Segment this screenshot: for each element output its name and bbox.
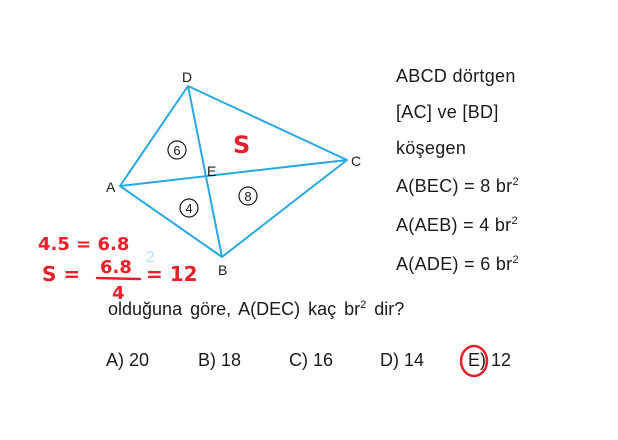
diagonal-ac [119, 159, 348, 187]
given-text-4: A(BEC) = 8 br [396, 176, 513, 196]
vertex-label-a: A [106, 179, 116, 195]
diagonal-bd [187, 85, 223, 258]
handwritten-line-1: 4.5 = 6.8 [38, 234, 129, 255]
choice-e[interactable]: E) 12 [468, 350, 512, 370]
handwritten-fraction-denominator: 4 [112, 283, 125, 304]
handwritten-fraction-bar [95, 276, 142, 281]
choice-a[interactable]: A) 20 [106, 350, 150, 370]
area-value-ade: 6 [173, 143, 180, 158]
given-exponent-5: 2 [511, 215, 518, 227]
quadrilateral-abcd [119, 85, 348, 258]
area-badge-bec: 8 [238, 186, 258, 206]
vertex-label-d: D [182, 69, 192, 85]
given-text-1: ABCD dörtgen [396, 66, 516, 86]
area-badge-aeb: 4 [179, 198, 199, 218]
given-area-bec: A(BEC) = 8 br2 [396, 176, 519, 197]
question-text: olduğuna göre, A(DEC) kaç br2 dir? [108, 299, 404, 320]
vertex-label-e: E [207, 163, 216, 179]
given-line-kosegen: köşegen [396, 138, 466, 159]
choice-b[interactable]: B) 18 [198, 350, 242, 370]
vertex-label-c: C [351, 153, 361, 169]
question-exponent: 2 [360, 299, 367, 311]
answer-circle [459, 344, 489, 378]
choice-c[interactable]: C) 16 [289, 350, 334, 370]
given-exponent-6: 2 [512, 254, 519, 266]
given-text-5: A(AEB) = 4 br [396, 215, 512, 235]
unknown-area-s: S [233, 131, 250, 159]
choice-d[interactable]: D) 14 [380, 350, 425, 370]
given-area-aeb: A(AEB) = 4 br2 [396, 215, 518, 236]
given-line-diagonals: [AC] ve [BD] [396, 102, 499, 123]
question-text-before: olduğuna göre, A(DEC) kaç br [108, 299, 361, 319]
given-area-ade: A(ADE) = 6 br2 [396, 254, 519, 275]
handwritten-result: = 12 [146, 262, 198, 286]
question-text-after: dir? [366, 299, 405, 319]
handwritten-s-equals: S = [42, 262, 80, 286]
given-exponent-4: 2 [512, 176, 519, 188]
area-value-aeb: 4 [185, 201, 192, 216]
area-value-bec: 8 [244, 189, 251, 204]
given-text-2: [AC] ve [BD] [396, 102, 499, 122]
handwritten-fraction-numerator: 6.8 [100, 257, 132, 278]
given-text-6: A(ADE) = 6 br [396, 254, 513, 274]
area-badge-ade: 6 [167, 140, 187, 160]
vertex-label-b: B [218, 262, 227, 278]
given-text-3: köşegen [396, 138, 467, 158]
faded-mark: 2 [146, 249, 155, 266]
given-line-quadrilateral: ABCD dörtgen [396, 66, 516, 87]
